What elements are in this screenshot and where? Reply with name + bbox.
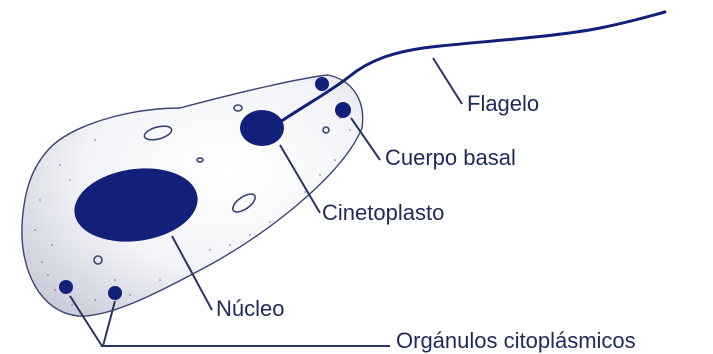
cytoplasmic-organelle — [59, 280, 73, 294]
label-cuerpo-basal: Cuerpo basal — [385, 145, 516, 170]
label-organulos: Orgánulos citoplásmicos — [396, 328, 636, 353]
label-nucleo: Núcleo — [216, 296, 284, 321]
basal-body-granule — [315, 77, 329, 91]
kinetoplast — [240, 110, 284, 146]
label-flagelo: Flagelo — [467, 91, 539, 116]
leader-flagelo — [433, 58, 462, 104]
cytoplasmic-organelle — [108, 286, 122, 300]
basal-body-granule — [335, 102, 351, 118]
label-cinetoplasto: Cinetoplasto — [322, 200, 444, 225]
